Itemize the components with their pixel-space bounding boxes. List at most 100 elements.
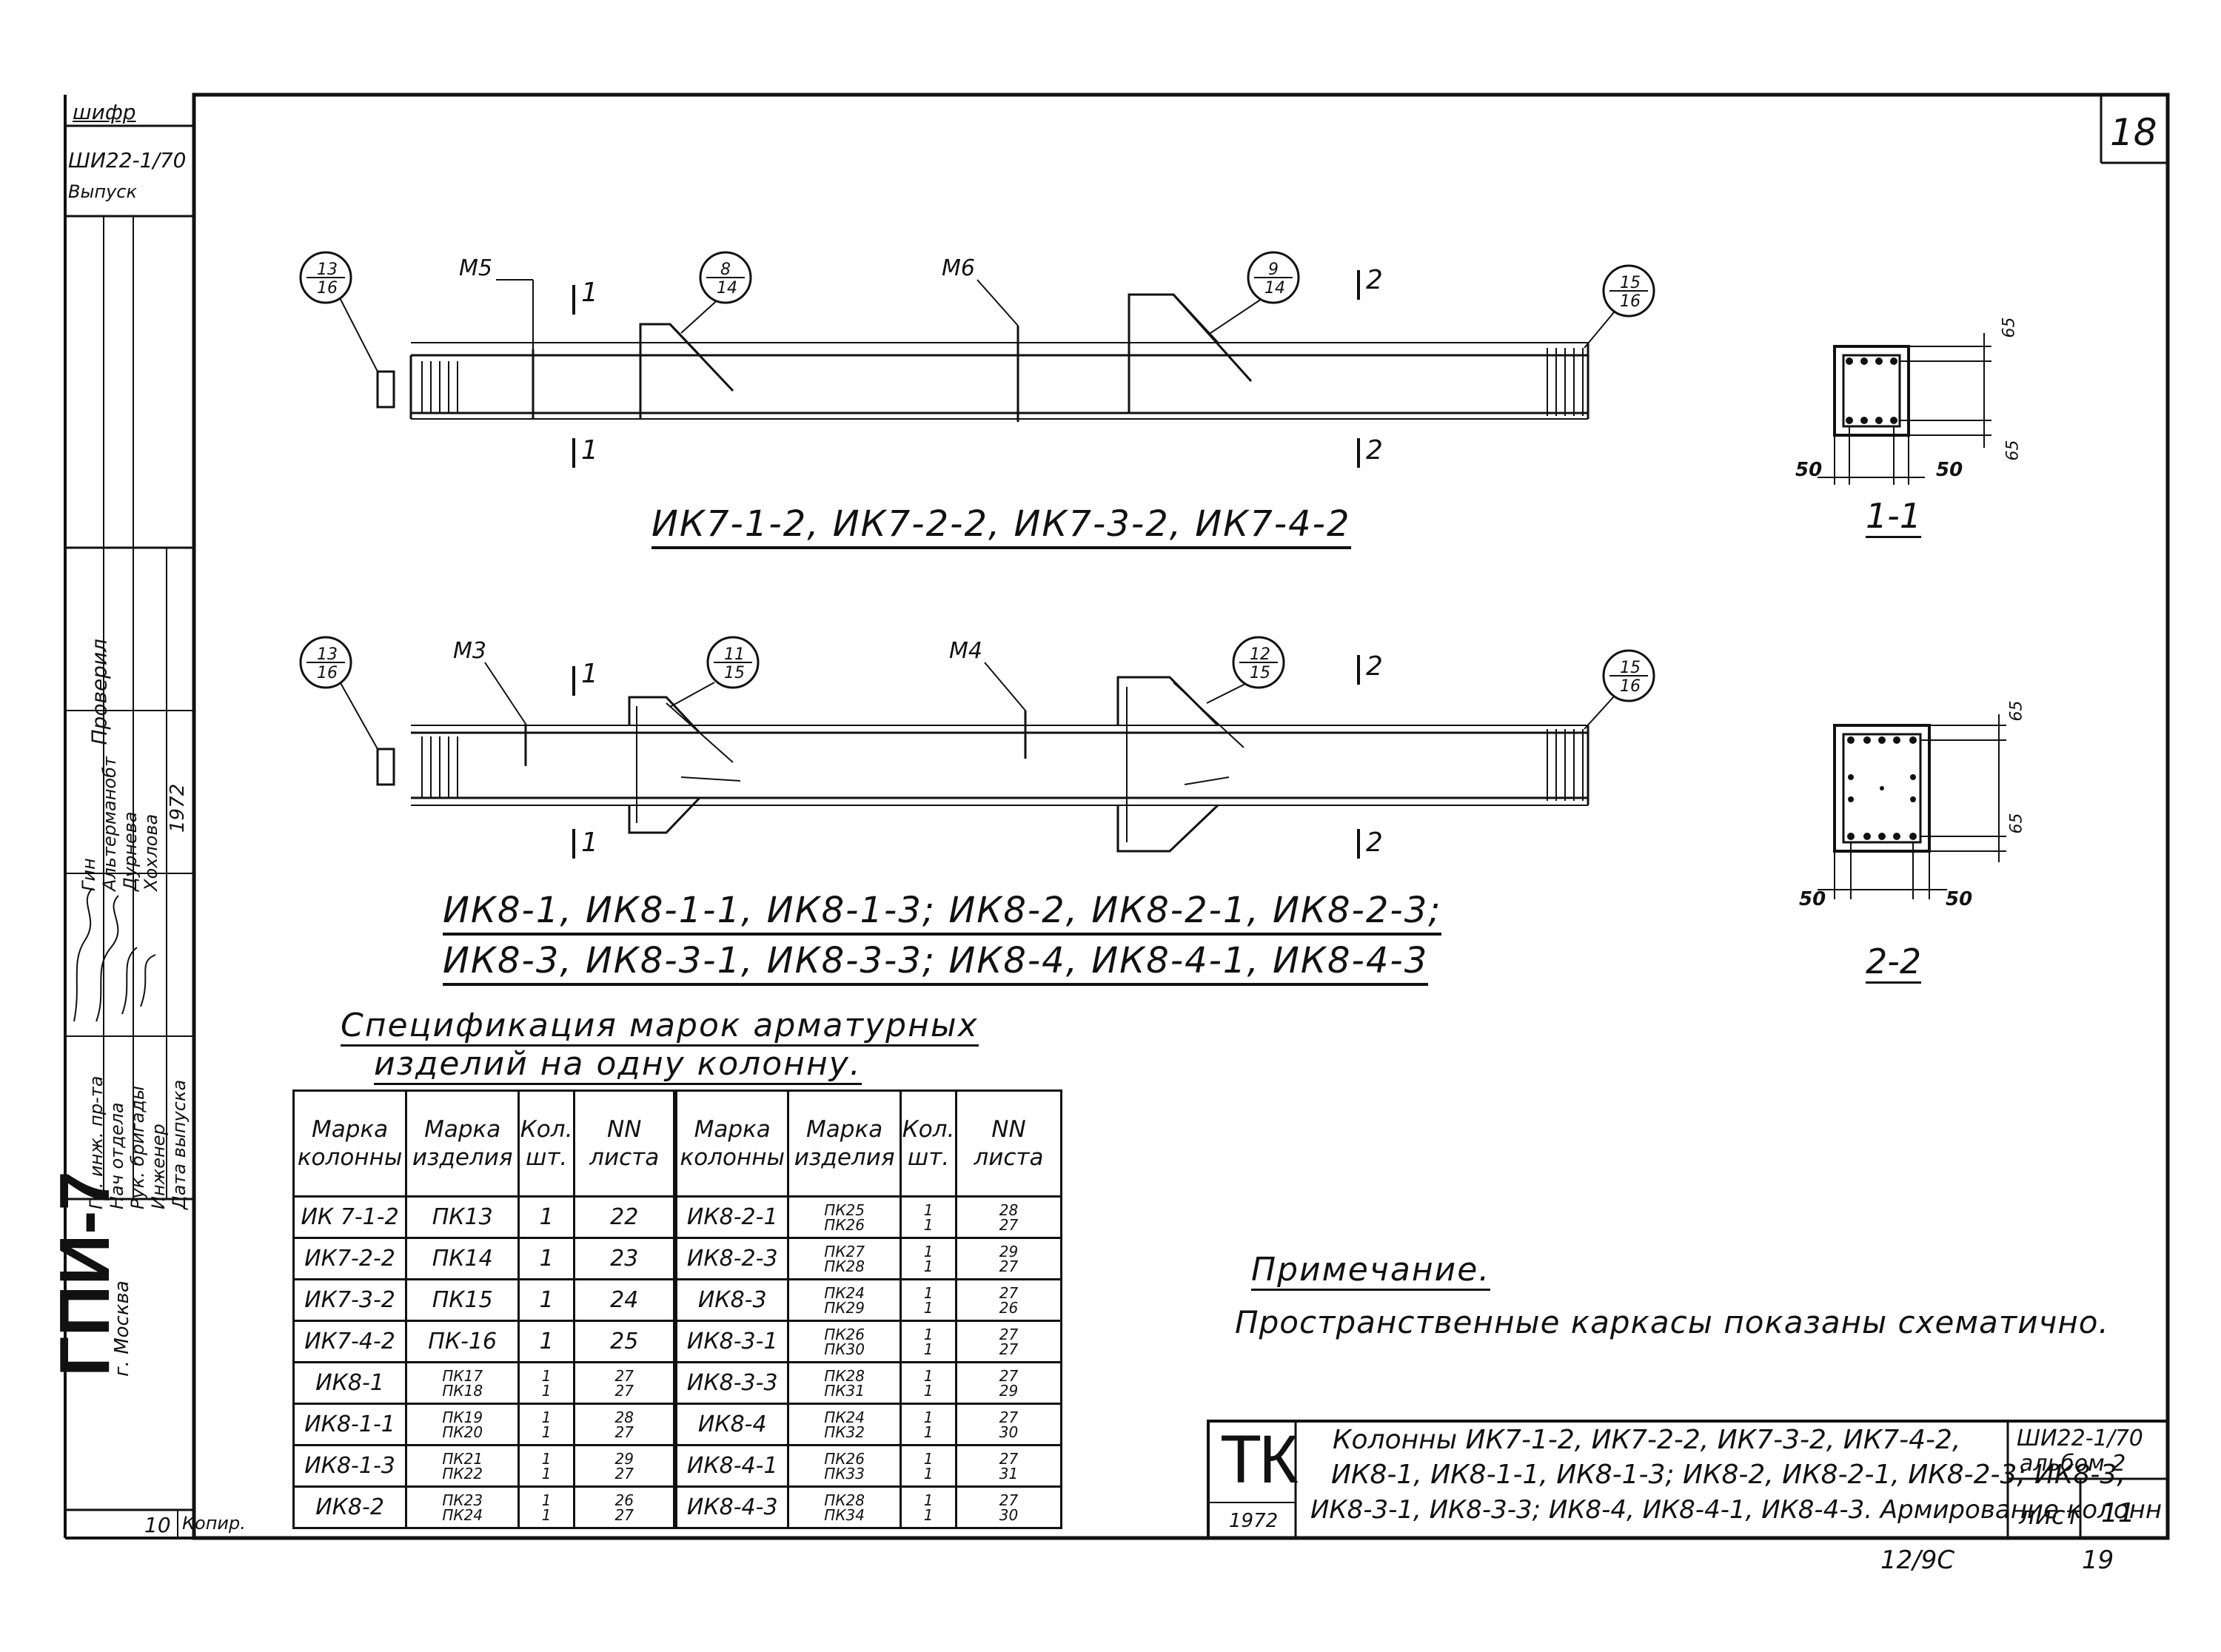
table-cell-item: ПК25 ПК26 (787, 1195, 902, 1239)
top-callout-3-bottom: 14 (1264, 279, 1285, 298)
side-sheet-small: 10 (144, 1513, 171, 1537)
bottom-mark-m4: М4 (949, 638, 982, 664)
copy-label: Копир. (182, 1513, 246, 1534)
title-block-code: ШИ22-1/70 (2017, 1426, 2143, 1451)
table-cell-qty: 1 1 (900, 1320, 957, 1363)
table-cell-sheet: 27 27 (572, 1361, 678, 1405)
page-number: 18 (2110, 111, 2157, 154)
bottom-section-mark-1a: 1 (581, 659, 598, 689)
table-cell-sheet: 24 (572, 1278, 678, 1322)
title-block-logo: ТК (1220, 1422, 1299, 1497)
section-1-1-dim-left: 50 (1795, 459, 1823, 481)
section-2-2-drawing (1818, 714, 2006, 899)
top-section-mark-1a: 1 (581, 278, 598, 308)
top-callout-4-top: 15 (1620, 274, 1641, 292)
bottom-callout-2-bottom: 15 (724, 664, 745, 682)
table-cell-col: ИК8-4-1 (674, 1444, 790, 1488)
section-2-2-label: 2-2 (1866, 941, 1922, 984)
bottom-callout-3-bottom: 15 (1250, 664, 1270, 682)
table-cell-qty: 1 1 (517, 1403, 575, 1446)
bottom-section-mark-1b: 1 (581, 827, 598, 858)
section-2-2-dim-bottom: 65 (2007, 813, 2026, 834)
bottom-callout-1-top: 13 (317, 645, 338, 664)
top-callout-2-bottom: 14 (717, 279, 737, 298)
section-2-2-dim-left: 50 (1799, 888, 1826, 910)
top-section-mark-2b: 2 (1366, 435, 1383, 466)
org-city: г. Москва (111, 1280, 133, 1377)
spec-title-2: изделий на одну колонну. (374, 1045, 862, 1085)
title-block-sheet-number: 11 (2101, 1498, 2135, 1528)
table-cell-col: ИК 7-1-2 (292, 1195, 408, 1239)
bottom-callout-3-top: 12 (1250, 645, 1270, 664)
bottom-drawing-title-1: ИК8-1, ИК8-1-1, ИК8-1-3; ИК8-2, ИК8-2-1,… (443, 890, 1442, 936)
title-block-frame (1207, 1420, 2169, 1539)
table-cell-qty: 1 (517, 1320, 575, 1363)
bottom-column-drawing (299, 636, 1655, 859)
stamp-role-3: Рук. бригады (127, 1086, 148, 1209)
top-callout-4-bottom: 16 (1620, 292, 1641, 311)
stamp-name-1: Гин (78, 858, 99, 891)
bottom-callout-1-bottom: 16 (317, 664, 338, 682)
top-callout-3-top: 9 (1268, 261, 1279, 279)
stamp-role-5: Дата выпуска (169, 1079, 190, 1209)
table-cell-sheet: 25 (572, 1320, 678, 1363)
table-cell-sheet: 27 26 (954, 1278, 1063, 1322)
stamp-year: 1972 (167, 783, 189, 833)
spec-header: Марка колонны (674, 1089, 790, 1198)
note-title: Примечание. (1251, 1251, 1491, 1291)
table-cell-qty: 1 1 (517, 1485, 575, 1529)
bottom-left-code: 12/9C (1880, 1545, 1955, 1575)
table-cell-sheet: 22 (572, 1195, 678, 1239)
table-cell-sheet: 29 27 (954, 1237, 1063, 1280)
table-cell-item: ПК19 ПК20 (405, 1403, 520, 1446)
table-cell-item: ПК26 ПК30 (787, 1320, 902, 1363)
section-1-1-dim-bottom: 65 (2003, 440, 2023, 461)
bottom-mark-m3: М3 (453, 638, 486, 664)
table-cell-qty: 1 1 (900, 1195, 957, 1239)
note-text: Пространственные каркасы показаны схемат… (1235, 1304, 2109, 1340)
table-cell-sheet: 27 30 (954, 1403, 1063, 1446)
table-cell-col: ИК8-3-1 (674, 1320, 790, 1363)
shifr-label: шифр (73, 100, 136, 124)
table-cell-qty: 1 (517, 1237, 575, 1280)
table-cell-item: ПК23 ПК24 (405, 1485, 520, 1529)
table-cell-item: ПК27 ПК28 (787, 1237, 902, 1280)
table-cell-col: ИК8-2 (292, 1485, 408, 1529)
spec-header: NN листа (572, 1089, 678, 1198)
table-cell-item: ПК15 (405, 1278, 520, 1322)
table-cell-sheet: 28 27 (954, 1195, 1063, 1239)
stamp-name-2: Альтерманобт (99, 756, 120, 891)
section-1-1-drawing (1818, 333, 1991, 485)
table-cell-sheet: 27 31 (954, 1444, 1063, 1488)
table-cell-item: ПК28 ПК34 (787, 1485, 902, 1529)
table-cell-sheet: 27 29 (954, 1361, 1063, 1405)
spec-header: Кол. шт. (900, 1089, 957, 1198)
bottom-section-mark-2b: 2 (1366, 827, 1383, 858)
table-cell-col: ИК7-3-2 (292, 1278, 408, 1322)
checked-label: Проверил (87, 638, 112, 745)
spec-header: Кол. шт. (517, 1089, 575, 1198)
signatures (73, 887, 156, 1022)
spec-header-row: Марка колонны Марка изделия Кол. шт. NN … (292, 1089, 1063, 1198)
table-cell-item: ПК28 ПК31 (787, 1361, 902, 1405)
table-cell-qty: 1 1 (900, 1444, 957, 1488)
table-cell-item: ПК21 ПК22 (405, 1444, 520, 1488)
stamp-name-3: Дурнева (120, 811, 141, 892)
title-block-album: альбом 2 (2020, 1451, 2126, 1477)
table-cell-qty: 1 (517, 1278, 575, 1322)
stamp-name-4: Хохлова (141, 813, 161, 891)
top-drawing-title: ИК7-1-2, ИК7-2-2, ИК7-3-2, ИК7-4-2 (651, 503, 1351, 549)
title-block-line-3: ИК8-3-1, ИК8-3-3; ИК8-4, ИК8-4-1, ИК8-4-… (1310, 1495, 2163, 1525)
spec-header: Марка колонны (292, 1089, 408, 1198)
table-cell-qty: 1 1 (900, 1278, 957, 1322)
shifr-value: ШИ22-1/70 (68, 148, 187, 172)
table-cell-item: ПК13 (405, 1195, 520, 1239)
top-section-mark-1b: 1 (581, 435, 598, 466)
table-cell-col: ИК7-2-2 (292, 1237, 408, 1280)
table-cell-sheet: 27 30 (954, 1485, 1063, 1529)
